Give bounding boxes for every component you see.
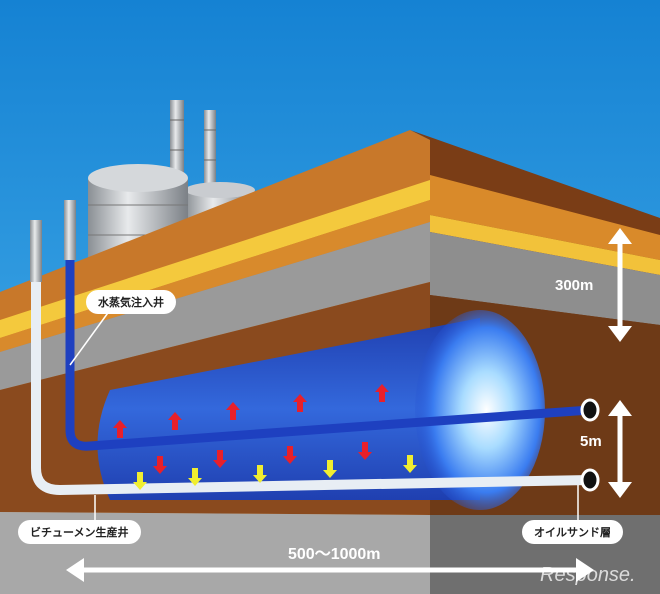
injection-well-end [580,398,600,422]
heat-up-arrow [113,420,127,438]
steam-chamber [97,310,545,510]
bitumen-production-well [31,282,591,496]
heat-down-arrow [283,446,297,464]
heat-down-arrow [358,442,372,460]
heat-up-arrow [293,394,307,412]
oil-flow-arrow [323,460,337,478]
oil-flow-arrow [133,472,147,490]
wellheads [30,200,76,282]
label-oil-sand-layer: オイルサンド層 [522,520,623,544]
label-bitumen-production-well: ビチューメン生産井 [18,520,141,544]
dimension-500-1000m: 500〜1000m [288,546,381,563]
oil-flow-arrow [403,455,417,473]
dimension-5m: 5m [580,433,602,450]
oil-flow-arrow [188,468,202,486]
dimension-arrows [80,238,623,573]
response-watermark: Response. [540,564,636,586]
leader-line [69,309,111,366]
dimension-300m: 300m [555,277,594,294]
production-well-end [580,468,600,492]
heat-down-arrow [213,450,227,468]
oil-flow-arrow [253,465,267,483]
heat-down-arrow [153,456,167,474]
heat-up-arrow [375,384,389,402]
label-steam-injection-well: 水蒸気注入井 [86,290,176,314]
heat-up-arrow [168,412,182,430]
steam-injection-well [65,258,591,451]
flow-arrows [113,384,417,490]
heat-up-arrow [226,402,240,420]
